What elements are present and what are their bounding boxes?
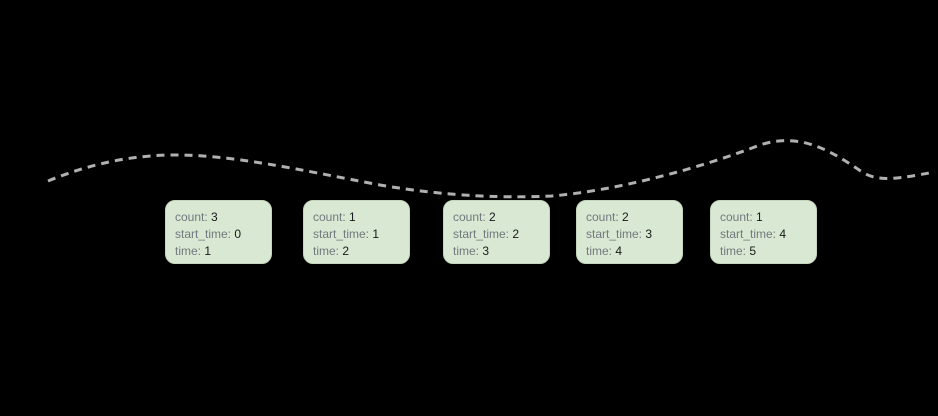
field-key-count: count: [720,210,753,224]
field-row-time: time: 4 [586,243,682,260]
field-key-count: count: [313,210,346,224]
field-key-start-time: start_time: [720,227,777,241]
dashed-trend-curve [47,139,936,199]
field-row-time: time: 3 [453,243,549,260]
field-value-start-time: 4 [776,227,787,241]
field-value-start-time: 1 [369,227,380,241]
field-row-time: time: 5 [720,243,816,260]
field-key-start-time: start_time: [175,227,232,241]
field-key-start-time: start_time: [313,227,370,241]
field-key-count: count: [175,210,208,224]
field-row-time: time: 1 [175,243,271,260]
field-key-time: time: [175,244,202,258]
field-row-start-time: start_time: 0 [175,226,271,243]
field-row-time: time: 2 [313,243,409,260]
field-value-count: 2 [485,210,496,224]
field-value-count: 3 [207,210,218,224]
field-value-time: 4 [612,244,623,258]
field-key-count: count: [586,210,619,224]
field-row-count: count: 2 [453,209,549,226]
field-value-count: 1 [345,210,356,224]
field-value-count: 2 [618,210,629,224]
field-row-start-time: start_time: 2 [453,226,549,243]
field-key-time: time: [720,244,747,258]
field-key-start-time: start_time: [586,227,643,241]
field-row-start-time: start_time: 1 [313,226,409,243]
field-value-count: 1 [752,210,763,224]
field-key-start-time: start_time: [453,227,510,241]
field-value-start-time: 3 [642,227,653,241]
field-row-count: count: 1 [313,209,409,226]
field-row-count: count: 3 [175,209,271,226]
field-key-time: time: [313,244,340,258]
field-row-count: count: 2 [586,209,682,226]
field-value-time: 3 [479,244,490,258]
field-key-count: count: [453,210,486,224]
field-key-time: time: [586,244,613,258]
field-value-time: 1 [201,244,212,258]
field-row-start-time: start_time: 3 [586,226,682,243]
field-value-time: 5 [746,244,757,258]
field-value-time: 2 [339,244,350,258]
field-row-count: count: 1 [720,209,816,226]
field-value-start-time: 0 [231,227,242,241]
field-value-start-time: 2 [509,227,520,241]
field-key-time: time: [453,244,480,258]
field-row-start-time: start_time: 4 [720,226,816,243]
